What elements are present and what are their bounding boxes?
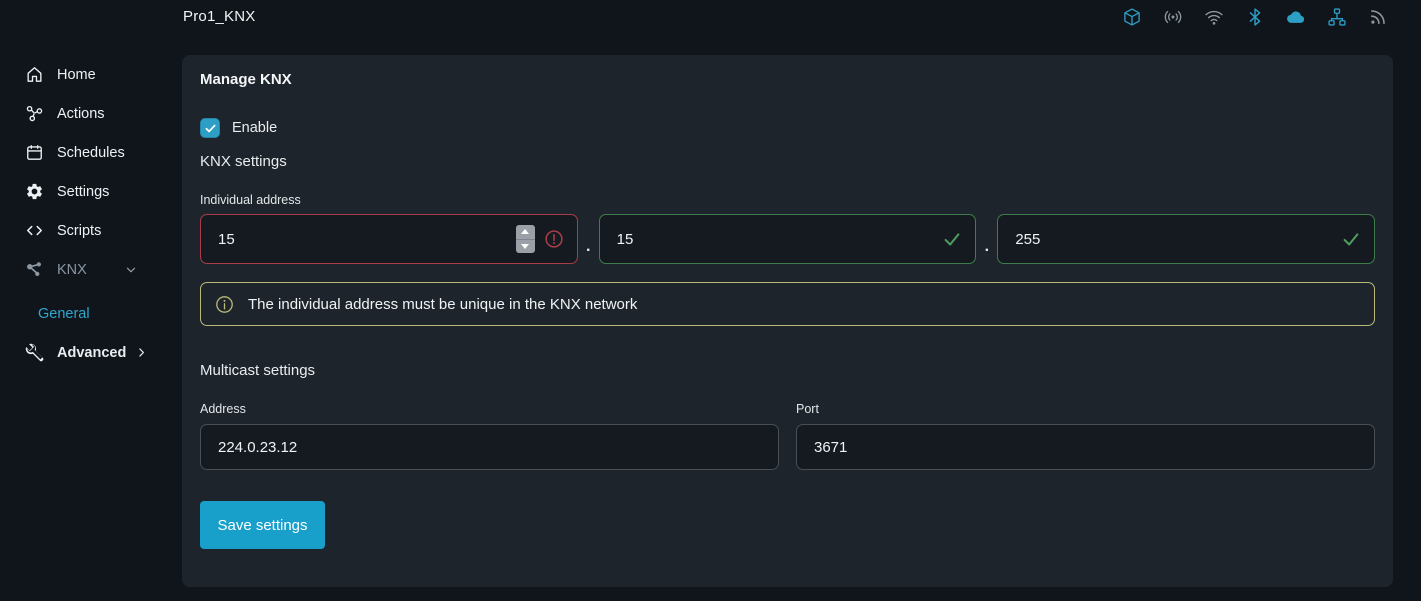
address-label: Address xyxy=(200,402,246,416)
multicast-labels-row: Address Port xyxy=(200,402,1375,417)
home-icon xyxy=(27,67,42,82)
stepper-down-button[interactable] xyxy=(516,240,535,254)
individual-address-octet-1 xyxy=(200,214,578,264)
number-stepper[interactable] xyxy=(515,225,535,254)
individual-address-octet-3 xyxy=(997,214,1376,264)
octet-1-input[interactable] xyxy=(218,230,508,248)
multicast-port-input[interactable] xyxy=(814,438,1357,456)
knx-settings-heading: KNX settings xyxy=(200,153,287,170)
calendar-icon xyxy=(27,145,42,160)
sidebar-item-label: Home xyxy=(57,66,96,83)
sidebar-item-advanced[interactable]: Advanced xyxy=(0,333,182,372)
broadcast-icon xyxy=(1164,10,1182,24)
sidebar-item-home[interactable]: Home xyxy=(0,55,182,94)
info-banner-text: The individual address must be unique in… xyxy=(248,295,638,313)
port-label: Port xyxy=(796,402,819,416)
app-title: Pro1_KNX xyxy=(183,8,256,25)
knx-nodes-icon xyxy=(27,262,41,276)
octet-2-input[interactable] xyxy=(616,230,934,248)
enable-label: Enable xyxy=(232,120,278,136)
sidebar-item-schedules[interactable]: Schedules xyxy=(0,133,182,172)
octet-separator: . xyxy=(984,238,990,255)
sidebar-item-label: Scripts xyxy=(57,222,102,239)
individual-address-label: Individual address xyxy=(200,193,301,207)
enable-checkbox[interactable] xyxy=(200,118,220,138)
sidebar-item-label: Schedules xyxy=(57,144,125,161)
multicast-address-field xyxy=(200,424,779,470)
code-icon xyxy=(27,225,42,236)
wrench-icon xyxy=(25,343,44,362)
sidebar-item-actions[interactable]: Actions xyxy=(0,94,182,133)
lan-icon xyxy=(1328,8,1346,26)
multicast-inputs-row xyxy=(200,424,1375,470)
sidebar-item-label: Actions xyxy=(57,105,105,122)
sidebar-item-label: Settings xyxy=(57,183,110,200)
valid-check-icon xyxy=(944,233,960,246)
status-icon-tray xyxy=(1122,7,1388,27)
sidebar-item-label: General xyxy=(38,306,90,322)
sidebar-item-label: Advanced xyxy=(57,344,127,361)
actions-icon xyxy=(26,105,43,122)
sidebar-item-scripts[interactable]: Scripts xyxy=(0,211,182,250)
cloud-icon xyxy=(1287,11,1305,23)
manage-knx-panel: Manage KNX Enable KNX settings Individua… xyxy=(182,55,1393,587)
knx-submenu: General Advanced xyxy=(0,295,182,372)
multicast-port-field xyxy=(796,424,1375,470)
chevron-down-icon xyxy=(126,267,136,272)
sidebar-item-settings[interactable]: Settings xyxy=(0,172,182,211)
wifi-icon xyxy=(1205,10,1223,25)
octet-3-input[interactable] xyxy=(1015,230,1333,248)
chevron-right-icon xyxy=(139,348,145,357)
sidebar-item-general[interactable]: General xyxy=(0,295,182,333)
individual-address-row: . . xyxy=(200,214,1376,264)
error-icon xyxy=(545,230,563,248)
package-icon xyxy=(1124,8,1140,26)
gear-icon xyxy=(27,183,42,200)
multicast-address-input[interactable] xyxy=(218,438,761,456)
enable-toggle-row[interactable]: Enable xyxy=(200,117,1375,139)
bluetooth-icon xyxy=(1249,8,1261,26)
info-banner: The individual address must be unique in… xyxy=(200,282,1375,326)
valid-check-icon xyxy=(1343,233,1359,246)
page-title: Manage KNX xyxy=(200,71,292,88)
octet-separator: . xyxy=(585,238,591,255)
individual-address-octet-2 xyxy=(598,214,977,264)
info-icon xyxy=(216,295,233,313)
sidebar: Home Actions Schedules Settings Scripts … xyxy=(0,55,182,372)
rss-icon xyxy=(1370,10,1385,25)
sidebar-item-label: KNX xyxy=(57,261,87,278)
check-icon xyxy=(205,124,215,132)
sidebar-item-knx[interactable]: KNX xyxy=(0,250,182,289)
save-settings-button[interactable]: Save settings xyxy=(200,501,325,549)
multicast-settings-heading: Multicast settings xyxy=(200,362,316,379)
stepper-up-button[interactable] xyxy=(515,225,535,240)
